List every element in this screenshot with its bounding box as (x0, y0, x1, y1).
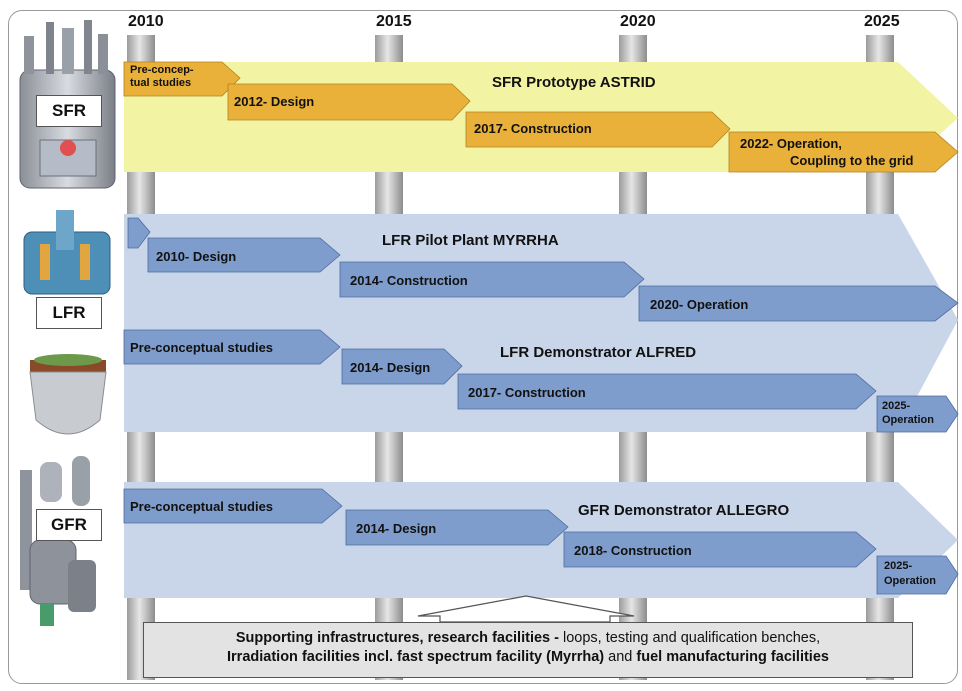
sfr-step-operation (728, 131, 959, 173)
gfr-step-label-design: 2014- Design (356, 521, 437, 536)
gfr-step-label-preconceptual: Pre-conceptual studies (130, 499, 274, 514)
lfr-alfred-design (341, 348, 463, 385)
sfr-step-design (227, 83, 471, 121)
year-label-2020: 2020 (620, 13, 656, 30)
sfr-step-label-operation: 2022- Operation, (740, 136, 842, 151)
gfr-reactor-illustration (20, 456, 96, 626)
lfr-myrrha-title: LFR Pilot Plant MYRRHA (382, 232, 559, 249)
sfr-step-construction (465, 111, 731, 148)
lfr-myrrha-operation (638, 285, 959, 322)
sfr-step-label-construction: 2017- Construction (474, 121, 592, 136)
year-label-2015: 2015 (376, 13, 412, 30)
gfr-step-label-construction: 2018- Construction (574, 543, 692, 558)
lfr-myrrha-step-label-design: 2010- Design (156, 249, 237, 264)
lfr-alfred-title: LFR Demonstrator ALFRED (500, 344, 697, 361)
support-text-d: and (608, 649, 637, 665)
reactor-label-gfr: GFR (36, 509, 102, 541)
sfr-step-label-preconceptual: Pre-concep- tual studies (130, 64, 194, 89)
reactor-label-sfr: SFR (36, 95, 102, 127)
sfr-title: SFR Prototype ASTRID (492, 74, 656, 91)
lfr-myrrha-start (127, 217, 151, 249)
gfr-step-operation (876, 555, 959, 595)
lfr-alfred-step-label-preconceptual: Pre-conceptual studies (130, 340, 274, 355)
lfr-alfred-preconceptual (123, 329, 341, 365)
gfr-step-construction (563, 531, 877, 568)
sfr-step-label-grid: Coupling to the grid (790, 153, 914, 168)
lfr-myrrha-step-label-operation: 2020- Operation (650, 297, 749, 312)
lfr-myrrha-step-label-construction: 2014- Construction (350, 273, 468, 288)
reactor-label-lfr: LFR (36, 297, 102, 329)
gfr-step-preconceptual (123, 488, 343, 524)
lfr-myrrha-design (147, 237, 341, 273)
gfr-step-label-operation: Operation (884, 575, 936, 587)
support-text-b: loops, testing and qualification benches… (563, 630, 821, 646)
gfr-step-design (345, 509, 569, 546)
year-label-2010: 2010 (128, 13, 164, 30)
lfr-myrrha-construction (339, 261, 645, 298)
lfr-alfred-step-label-construction: 2017- Construction (468, 385, 586, 400)
gfr-title: GFR Demonstrator ALLEGRO (578, 502, 790, 519)
lfr-alfred-step-label-operation: Operation (882, 414, 934, 426)
lfr-reactor-illustration (23, 210, 111, 435)
lfr-alfred-operation (876, 395, 959, 433)
lfr-alfred-step-label-operation-year: 2025- (882, 400, 911, 412)
support-text-c: Irradiation facilities incl. fast spectr… (227, 649, 609, 665)
supporting-infrastructure-box: Supporting infrastructures, research fac… (143, 622, 913, 678)
lfr-alfred-construction (457, 373, 877, 410)
support-arrow (417, 595, 635, 623)
support-text-e: fuel manufacturing facilities (636, 649, 829, 665)
year-label-2025: 2025 (864, 13, 900, 30)
support-text-a: Supporting infrastructures, research fac… (235, 630, 563, 646)
gfr-step-label-operation-year: 2025- (884, 560, 913, 572)
sfr-step-label-design: 2012- Design (234, 94, 315, 109)
lfr-alfred-step-label-design: 2014- Design (350, 360, 431, 375)
